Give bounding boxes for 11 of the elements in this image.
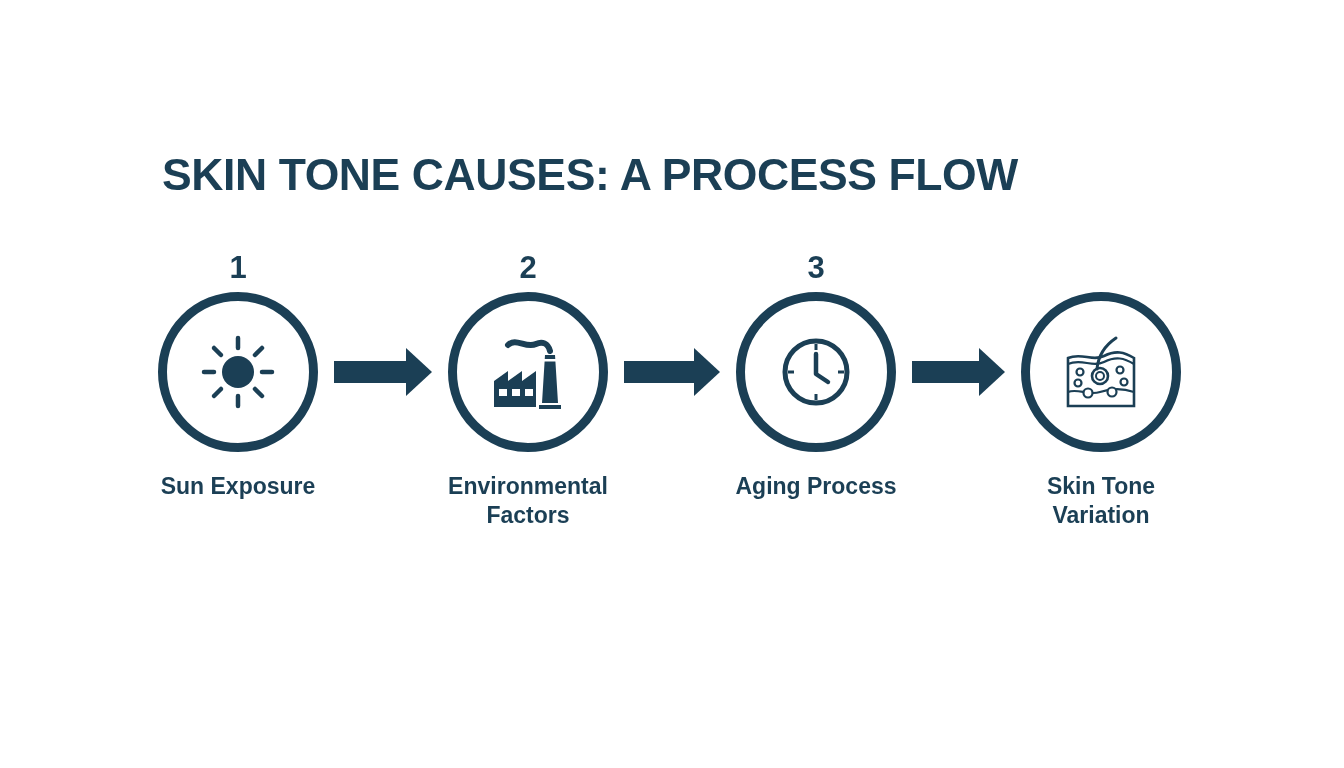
step-label: Environmental Factors [447,472,609,530]
step-number: 1 [229,250,247,286]
step-label: Sun Exposure [160,472,316,501]
step-label: Skin Tone Variation [1045,472,1157,530]
step-number: 2 [519,250,537,286]
arrow [624,348,720,396]
arrow [912,348,1005,396]
step-number: 3 [807,250,825,286]
arrow [334,348,432,396]
title: SKIN TONE CAUSES: A PROCESS FLOW [162,150,1018,200]
step-label: Aging Process [735,472,897,501]
